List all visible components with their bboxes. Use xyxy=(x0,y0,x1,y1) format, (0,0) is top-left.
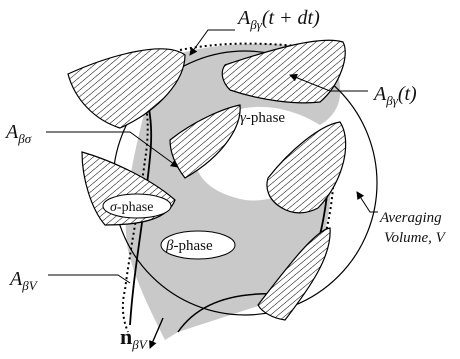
beta-phase-region xyxy=(125,43,341,341)
averaging-volume-label-line1: Averaging xyxy=(379,210,442,226)
a-beta-v-label: AβV xyxy=(8,268,39,293)
a-beta-gamma-t-label: Aβγ(t) xyxy=(372,83,417,108)
gamma-phase-label: γ-phase xyxy=(240,110,285,126)
leader-a-bg-t xyxy=(289,73,368,92)
leader-a-bv xyxy=(48,274,131,284)
interface-dotted-boundary-top xyxy=(179,42,331,51)
sigma-phase-ellipse xyxy=(102,193,172,219)
beta-phase-ellipse xyxy=(160,230,236,260)
normal-vector-arrow xyxy=(149,317,164,349)
averaging-volume-label-line2: Volume, V xyxy=(384,230,447,246)
gamma-particle-right xyxy=(266,121,347,214)
gamma-particle-top-right xyxy=(221,39,346,104)
beta-phase-label: β-phase xyxy=(165,238,213,254)
sigma-phase-label: σ-phase xyxy=(110,200,153,215)
a-beta-sigma-label: Aβσ xyxy=(4,121,32,146)
leader-averaging-volume xyxy=(356,191,378,213)
a-beta-gamma-t-dt-label: Aβγ(t + dt) xyxy=(236,7,320,32)
leader-a-bs xyxy=(46,131,179,168)
normal-vector-label: nβV xyxy=(120,324,149,352)
gamma-particle-bottom-right xyxy=(257,227,331,321)
gamma-particle-top-left xyxy=(67,48,186,129)
leader-a-bg-t-dt xyxy=(189,29,235,56)
